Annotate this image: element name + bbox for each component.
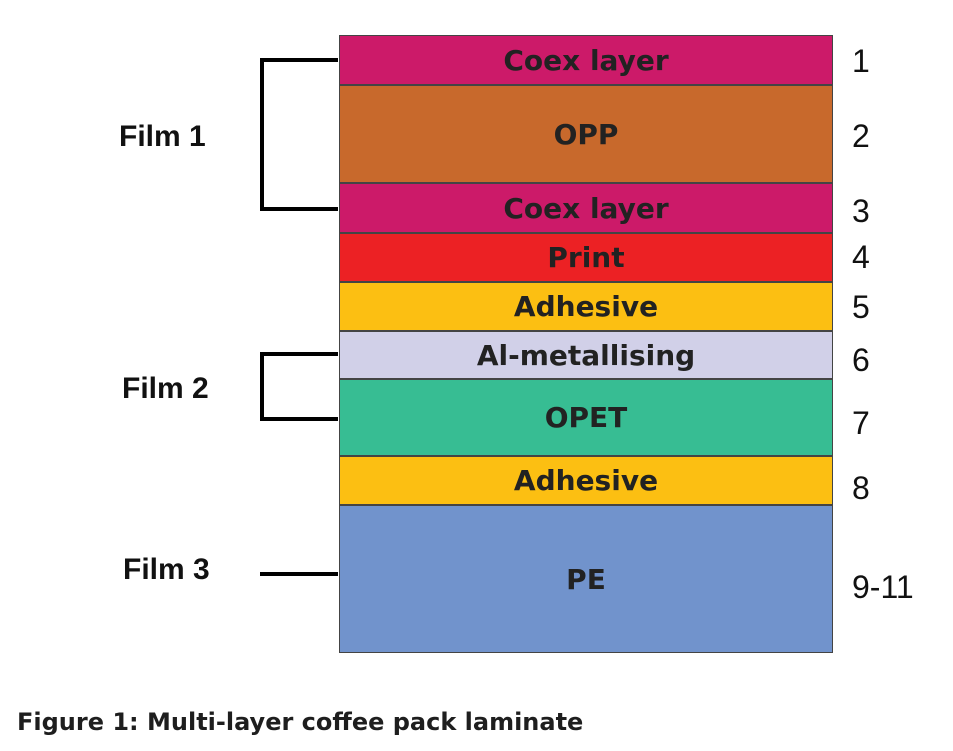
layer-number-1: 1 [852,43,870,79]
layer-al-metallising: Al-metallising [339,331,833,379]
layer-print: Print [339,233,833,282]
layer-number-7: 7 [852,405,870,441]
layer-label: Adhesive [513,464,659,497]
layer-number-9-11: 9-11 [852,569,914,605]
layer-label: OPP [553,117,619,151]
layer-number-2: 2 [852,118,870,154]
layer-label: Adhesive [513,290,659,323]
layer-label: Coex layer [503,191,669,225]
layer-label: OPET [544,401,628,434]
film-1-bracket [260,58,338,211]
layer-opp: OPP [339,85,833,183]
layer-adhesive-8: Adhesive [339,456,833,505]
layer-label: Print [547,241,625,274]
figure-caption: Figure 1: Multi-layer coffee pack lamina… [17,708,584,736]
film-2-bracket [260,352,338,421]
layer-coex-1: Coex layer [339,35,833,85]
layer-number-3: 3 [852,193,870,229]
layer-number-5: 5 [852,289,870,325]
layer-adhesive-5: Adhesive [339,282,833,331]
layer-label: Al-metallising [476,338,696,372]
film-2-label: Film 2 [122,372,209,405]
layer-opet: OPET [339,379,833,456]
layer-label: PE [566,562,606,596]
film-3-label: Film 3 [123,553,210,586]
layer-number-8: 8 [852,470,870,506]
layer-label: Coex layer [503,43,669,77]
layer-number-4: 4 [852,239,870,275]
film-1-label: Film 1 [119,120,206,153]
layer-coex-3: Coex layer [339,183,833,233]
film-3-connector [260,572,338,576]
layer-pe: PE [339,505,833,653]
layer-number-6: 6 [852,342,870,378]
